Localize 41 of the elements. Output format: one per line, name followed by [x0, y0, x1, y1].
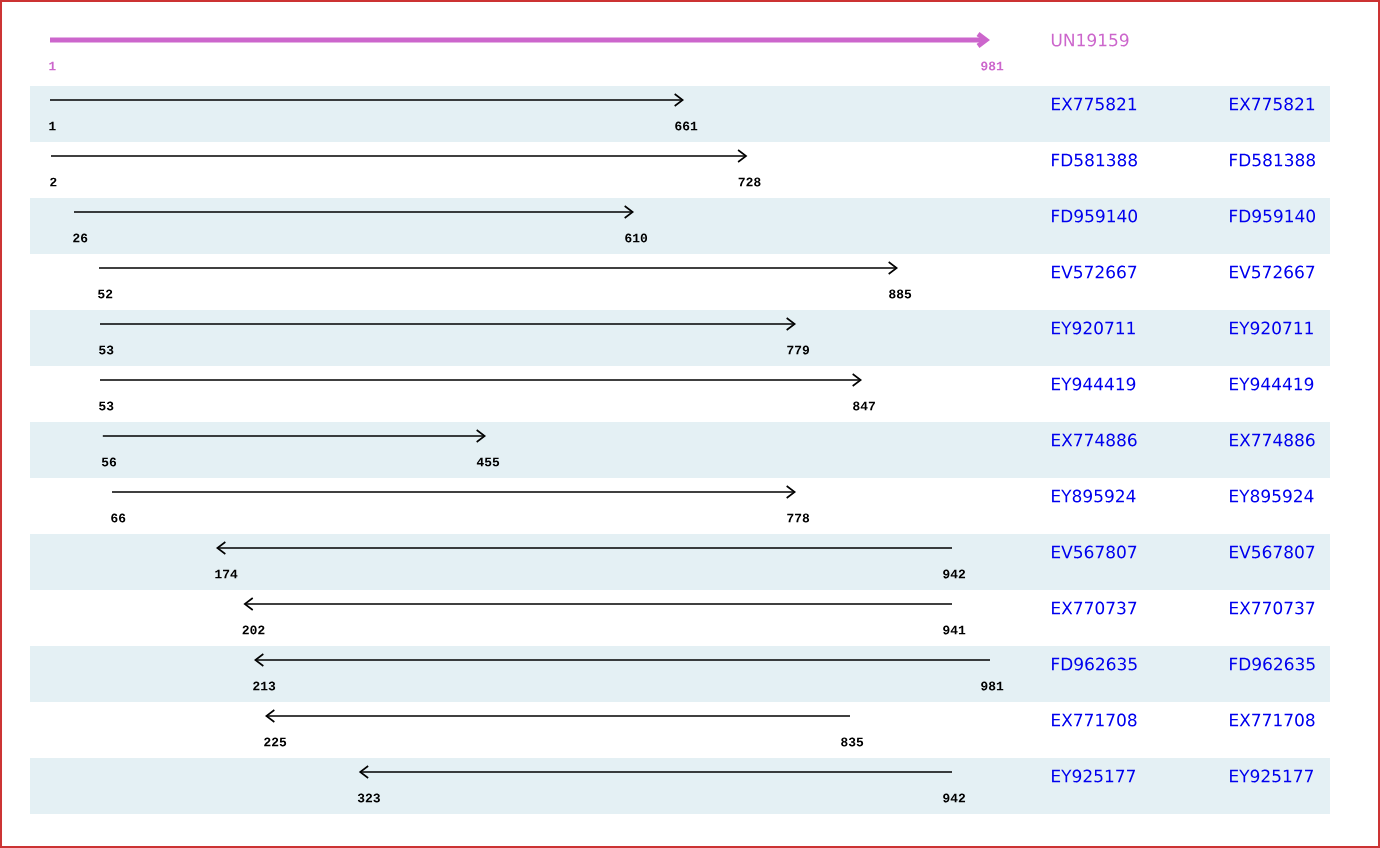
accession-label: FD959140	[1230, 209, 1316, 223]
accession-label: EY944419	[1230, 377, 1314, 391]
alignment-arrow	[73, 205, 634, 219]
accession-label: EX774886	[1052, 433, 1137, 447]
alignment-arrow	[243, 597, 953, 611]
accession-label: EY925177	[1230, 769, 1313, 783]
alignment-arrow	[358, 765, 953, 779]
alignment-arrow	[99, 317, 796, 331]
accession-label: FD959140	[1052, 209, 1138, 223]
accession-label: UN19159	[1051, 33, 1129, 47]
accession-label: EX774886	[1230, 433, 1315, 447]
accession-label: EV567807	[1230, 545, 1315, 559]
alignment-arrow	[254, 653, 991, 667]
alignment-arrow	[50, 32, 990, 48]
accession-label: EY920711	[1230, 321, 1313, 335]
accession-label: FD581388	[1230, 153, 1315, 167]
accession-label: EX771708	[1230, 713, 1315, 727]
accession-label: FD581388	[1052, 153, 1137, 167]
alignment-arrow	[50, 149, 748, 163]
accession-label: EX775821	[1230, 97, 1315, 111]
accession-label: EV572667	[1052, 265, 1137, 279]
alignment-arrow	[98, 261, 898, 275]
accession-label: EX770737	[1052, 601, 1137, 615]
accession-label: EY920711	[1052, 321, 1135, 335]
accession-label: EX771708	[1052, 713, 1137, 727]
alignment-arrow	[111, 485, 796, 499]
accession-label: FD962635	[1052, 657, 1137, 671]
accession-label: EY895924	[1230, 489, 1314, 503]
accession-label: EV567807	[1052, 545, 1137, 559]
alignment-arrow	[99, 373, 862, 387]
accession-label: EY925177	[1052, 769, 1135, 783]
accession-label: EX775821	[1052, 97, 1137, 111]
alignment-arrow	[49, 93, 684, 107]
alignment-arrow	[102, 429, 486, 443]
accession-label: EY895924	[1052, 489, 1136, 503]
accession-label: EV572667	[1230, 265, 1315, 279]
alignment-arrow	[216, 541, 953, 555]
accession-label: EX770737	[1230, 601, 1315, 615]
accession-label: FD962635	[1230, 657, 1315, 671]
accession-label: EY944419	[1052, 377, 1136, 391]
alignment-arrow	[265, 709, 851, 723]
